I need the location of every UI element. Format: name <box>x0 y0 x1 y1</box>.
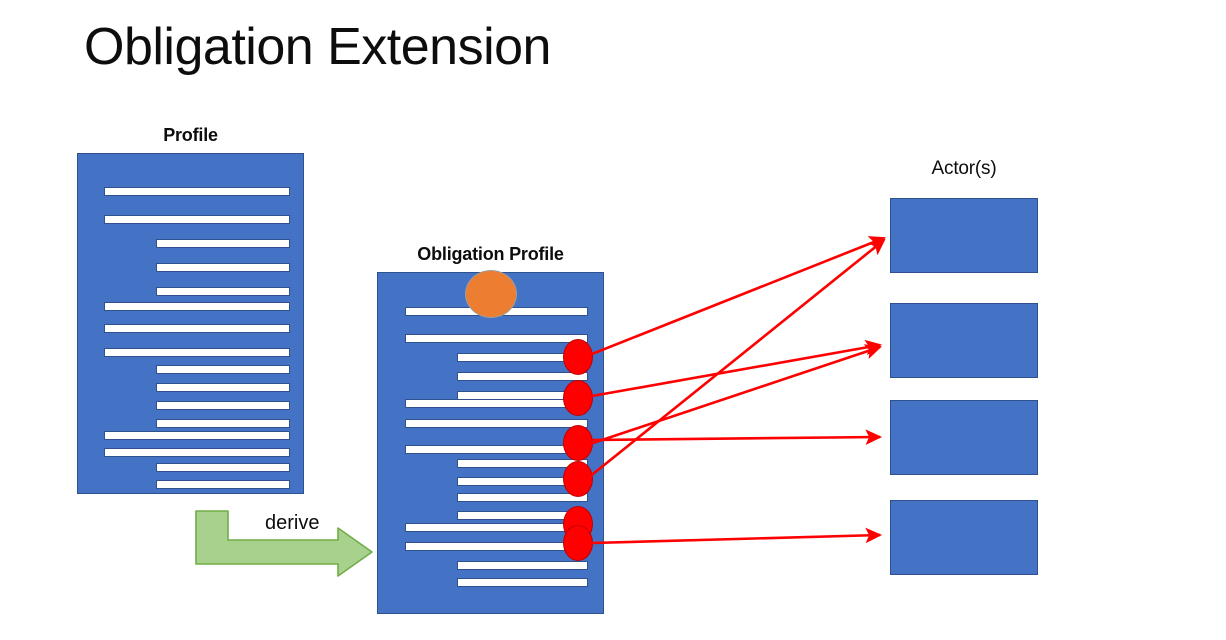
actor-box[interactable] <box>890 500 1038 575</box>
profile-text-line <box>156 239 290 248</box>
profile-text-line <box>156 263 290 272</box>
obligation-text-line <box>457 561 588 570</box>
obligation-text-line <box>457 372 588 381</box>
obligation-marker-dot[interactable] <box>563 425 593 461</box>
profile-text-line <box>156 480 290 489</box>
profile-text-line <box>104 448 290 457</box>
profile-text-line <box>156 383 290 392</box>
actor-box[interactable] <box>890 400 1038 475</box>
obligation-text-line <box>457 493 588 502</box>
obligation-marker-dot[interactable] <box>563 339 593 375</box>
highlight-circle-icon <box>465 270 517 318</box>
profile-text-line <box>156 401 290 410</box>
obligation-actor-arrow <box>589 344 882 446</box>
obligation-marker-dot[interactable] <box>563 525 593 561</box>
profile-text-line <box>104 215 290 224</box>
obligation-profile-caption: Obligation Profile <box>417 244 564 264</box>
profile-text-line <box>104 302 290 311</box>
actor-box[interactable] <box>890 198 1038 273</box>
actor-box[interactable] <box>890 303 1038 378</box>
profile-text-line <box>156 419 290 428</box>
profile-text-line <box>104 431 290 440</box>
obligation-actor-arrow <box>591 429 883 445</box>
profile-text-line <box>156 365 290 374</box>
obligation-text-line <box>405 542 588 551</box>
obligation-text-line <box>457 578 588 587</box>
profile-caption: Profile <box>163 125 218 145</box>
obligation-marker-dot[interactable] <box>563 461 593 497</box>
page-title: Obligation Extension <box>84 18 551 76</box>
profile-document-box[interactable] <box>77 153 304 494</box>
obligation-text-line <box>405 419 588 428</box>
obligation-actor-arrow <box>591 339 883 398</box>
profile-text-line <box>104 348 290 357</box>
obligation-actor-arrow <box>587 238 886 480</box>
profile-text-line <box>156 287 290 296</box>
obligation-text-line <box>405 399 588 408</box>
profile-text-line <box>104 324 290 333</box>
profile-text-line <box>104 187 290 196</box>
obligation-actor-arrow <box>591 236 886 356</box>
obligation-text-line <box>405 523 588 532</box>
actors-caption: Actor(s) <box>931 158 997 179</box>
obligation-marker-dot[interactable] <box>563 380 593 416</box>
derive-label: derive <box>265 512 320 534</box>
profile-text-line <box>156 463 290 472</box>
obligation-text-line <box>405 445 588 454</box>
obligation-actor-arrow <box>591 527 883 545</box>
obligation-text-line <box>405 334 588 343</box>
